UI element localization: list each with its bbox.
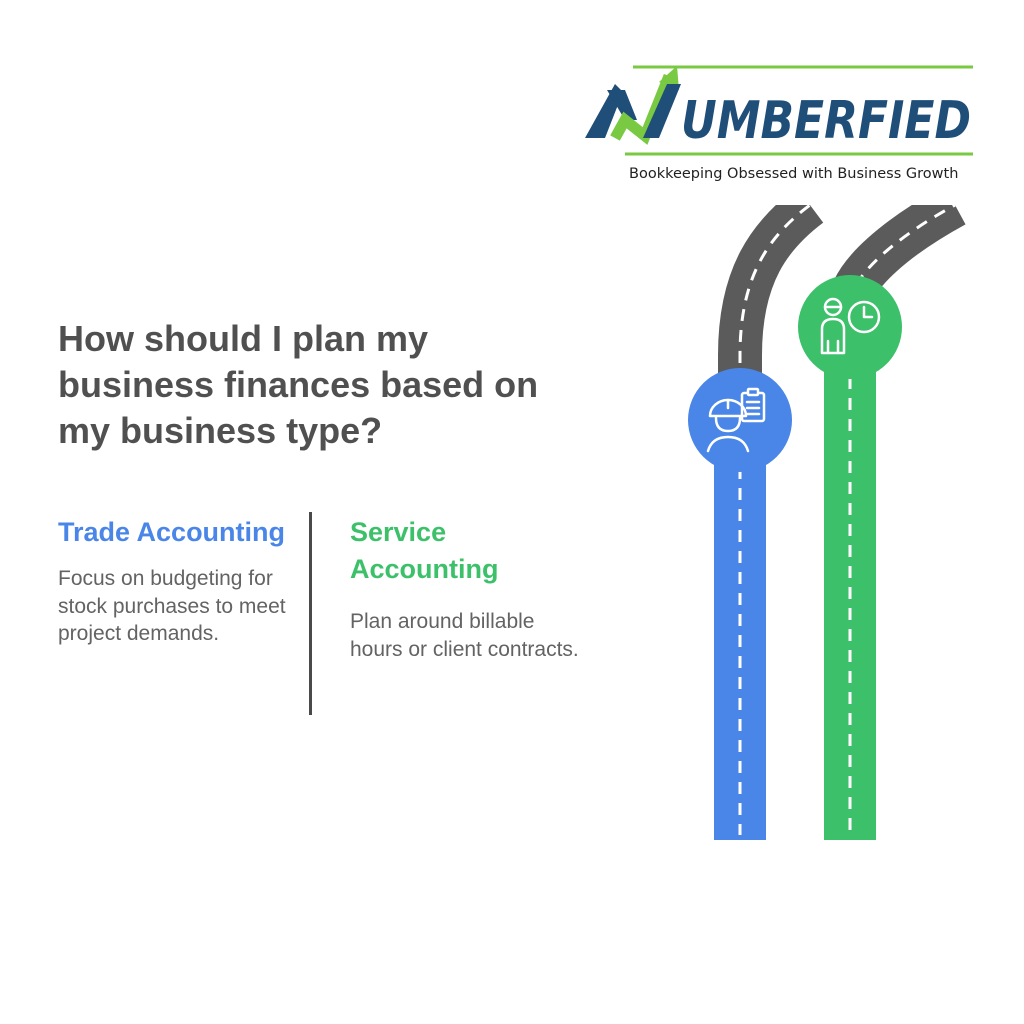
left-road-dashes bbox=[738, 205, 811, 405]
option-trade-accounting: Trade Accounting Focus on budgeting for … bbox=[58, 514, 288, 648]
option-description: Focus on budgeting for stock purchases t… bbox=[58, 567, 286, 645]
option-service-accounting: Service Accounting Plan around billable … bbox=[350, 514, 590, 663]
brand-header: UMBERFIED Bookkeeping Obsessed with Busi… bbox=[585, 62, 980, 192]
brand-tagline: Bookkeeping Obsessed with Business Growt… bbox=[629, 166, 959, 182]
worker-clipboard-icon bbox=[706, 387, 766, 453]
svg-text:UMBERFIED: UMBERFIED bbox=[681, 91, 971, 151]
trade-lane bbox=[714, 420, 766, 840]
service-lane bbox=[824, 325, 876, 840]
numberfied-logo: UMBERFIED bbox=[585, 65, 973, 156]
option-title: Trade Accounting bbox=[58, 517, 286, 547]
option-description: Plan around billable hours or client con… bbox=[350, 610, 579, 661]
person-clock-icon bbox=[820, 297, 881, 355]
road-illustration bbox=[688, 205, 966, 840]
service-circle bbox=[798, 275, 902, 379]
option-title: Service Accounting bbox=[350, 517, 499, 584]
option-divider bbox=[309, 512, 312, 715]
page-title: How should I plan my business finances b… bbox=[58, 318, 539, 451]
